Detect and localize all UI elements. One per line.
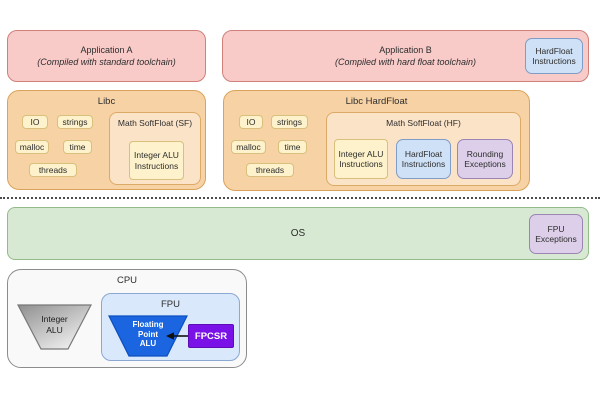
libc-module-malloc: malloc <box>15 140 49 154</box>
integer-alu-label: Integer ALU <box>41 314 68 335</box>
floating-point-alu-shape <box>108 315 188 357</box>
hf-integer-alu-instructions: Integer ALU Instructions <box>334 139 388 179</box>
math-softfloat-hf-box: Math SoftFloat (HF) Integer ALU Instruct… <box>326 112 521 186</box>
os-box: OS FPU Exceptions <box>7 207 589 260</box>
floating-point-alu-trapezoid: Floating Point ALU <box>108 315 188 357</box>
libc-hf-module-threads: threads <box>246 163 294 177</box>
libc-hardfloat-box: Libc HardFloat IO strings malloc time th… <box>223 90 530 191</box>
application-b-subtitle: (Compiled with hard float toolchain) <box>334 57 477 67</box>
fpcsr-register: FPCSR <box>188 324 234 348</box>
hf-hardfloat-instructions: HardFloat Instructions <box>396 139 451 179</box>
fpcsr-to-alu-arrow <box>166 332 188 340</box>
sf-integer-alu-instructions: Integer ALU Instructions <box>129 141 184 180</box>
floating-point-alu-label: Floating Point ALU <box>132 320 164 349</box>
math-softfloat-sf-box: Math SoftFloat (SF) Integer ALU Instruct… <box>109 112 201 185</box>
fpu-box: FPU Floating Point ALU FPCSR <box>101 293 240 361</box>
application-b-title: Application B <box>379 44 432 55</box>
libc-hf-module-strings: strings <box>271 115 308 129</box>
application-a-title: Application A <box>80 44 133 55</box>
libc-hf-module-malloc: malloc <box>231 140 266 154</box>
libc-module-io: IO <box>22 115 48 129</box>
libc-title: Libc <box>97 96 116 107</box>
cpu-box: CPU Integer ALU FPU <box>7 269 247 368</box>
libc-module-strings: strings <box>57 115 93 129</box>
integer-alu-trapezoid: Integer ALU <box>17 304 92 350</box>
libc-hf-module-time: time <box>278 140 307 154</box>
fpu-exceptions-badge: FPU Exceptions <box>529 214 583 254</box>
hf-rounding-exceptions: Rounding Exceptions <box>457 139 513 179</box>
libc-box: Libc IO strings malloc time threads Math… <box>7 90 206 190</box>
math-softfloat-sf-title: Math SoftFloat (SF) <box>117 118 193 128</box>
os-title: OS <box>290 228 306 239</box>
integer-alu-shape <box>17 304 92 350</box>
user-kernel-divider <box>0 197 600 199</box>
libc-module-threads: threads <box>29 163 77 177</box>
libc-hf-module-io: IO <box>239 115 263 129</box>
application-b-box: Application B (Compiled with hard float … <box>222 30 589 82</box>
fpu-title: FPU <box>161 299 180 310</box>
libc-hardfloat-title: Libc HardFloat <box>345 96 408 107</box>
cpu-title: CPU <box>116 275 138 286</box>
application-a-subtitle: (Compiled with standard toolchain) <box>37 57 176 67</box>
application-a-box: Application A (Compiled with standard to… <box>7 30 206 82</box>
math-softfloat-hf-title: Math SoftFloat (HF) <box>386 118 461 128</box>
hardfloat-instructions-badge: HardFloat Instructions <box>525 38 583 74</box>
libc-module-time: time <box>63 140 92 154</box>
